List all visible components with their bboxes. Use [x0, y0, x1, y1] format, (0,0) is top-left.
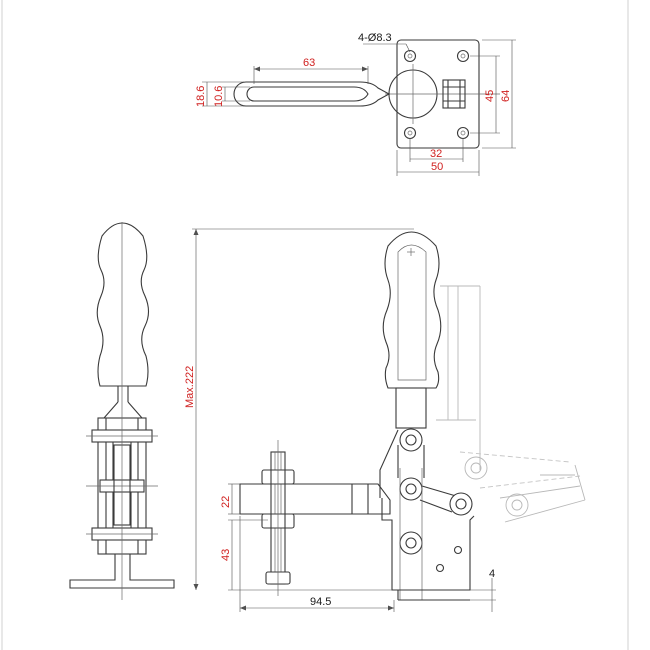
front-view-handle-grip — [382, 231, 442, 389]
dim-base-thickness: 4 — [489, 568, 495, 580]
dim-reach: 94.5 — [310, 596, 331, 608]
dim-handle-length: 63 — [303, 57, 315, 69]
dim-max-height: Max.222 — [184, 366, 196, 408]
dim-hole-spacing-x: 32 — [430, 148, 442, 160]
dim-spindle-to-bar: 22 — [220, 496, 232, 508]
front-view-lower-pivot — [399, 531, 423, 555]
dim-base-width: 50 — [431, 161, 443, 173]
front-view — [239, 231, 586, 601]
front-view-middle-pivot — [399, 477, 423, 501]
dim-hole-spec: 4-Ø8.3 — [358, 32, 392, 44]
front-view-spindle — [261, 440, 295, 596]
dim-bar-height: 43 — [220, 549, 232, 561]
dim-inner-height: 10.6 — [213, 86, 225, 107]
front-view-open-position — [436, 285, 586, 523]
dim-base-height: 64 — [500, 90, 512, 102]
dim-hole-spacing-y: 45 — [484, 90, 496, 102]
dim-outer-height: 18.6 — [195, 86, 207, 107]
top-view-handle — [233, 81, 391, 107]
front-view-upper-pivot — [399, 428, 423, 452]
side-view — [69, 222, 175, 600]
front-view-clamp-bar — [239, 483, 391, 515]
front-view-handle-bar — [395, 387, 427, 429]
front-view-dimensions: Max.222 22 43 94.5 4 — [184, 228, 496, 612]
top-view: 4-Ø8.3 63 18.6 10.6 45 64 32 50 — [195, 32, 516, 176]
top-view-clevis — [442, 79, 466, 109]
side-view-handle-grip — [96, 222, 150, 387]
front-view-right-pivot — [449, 492, 473, 516]
